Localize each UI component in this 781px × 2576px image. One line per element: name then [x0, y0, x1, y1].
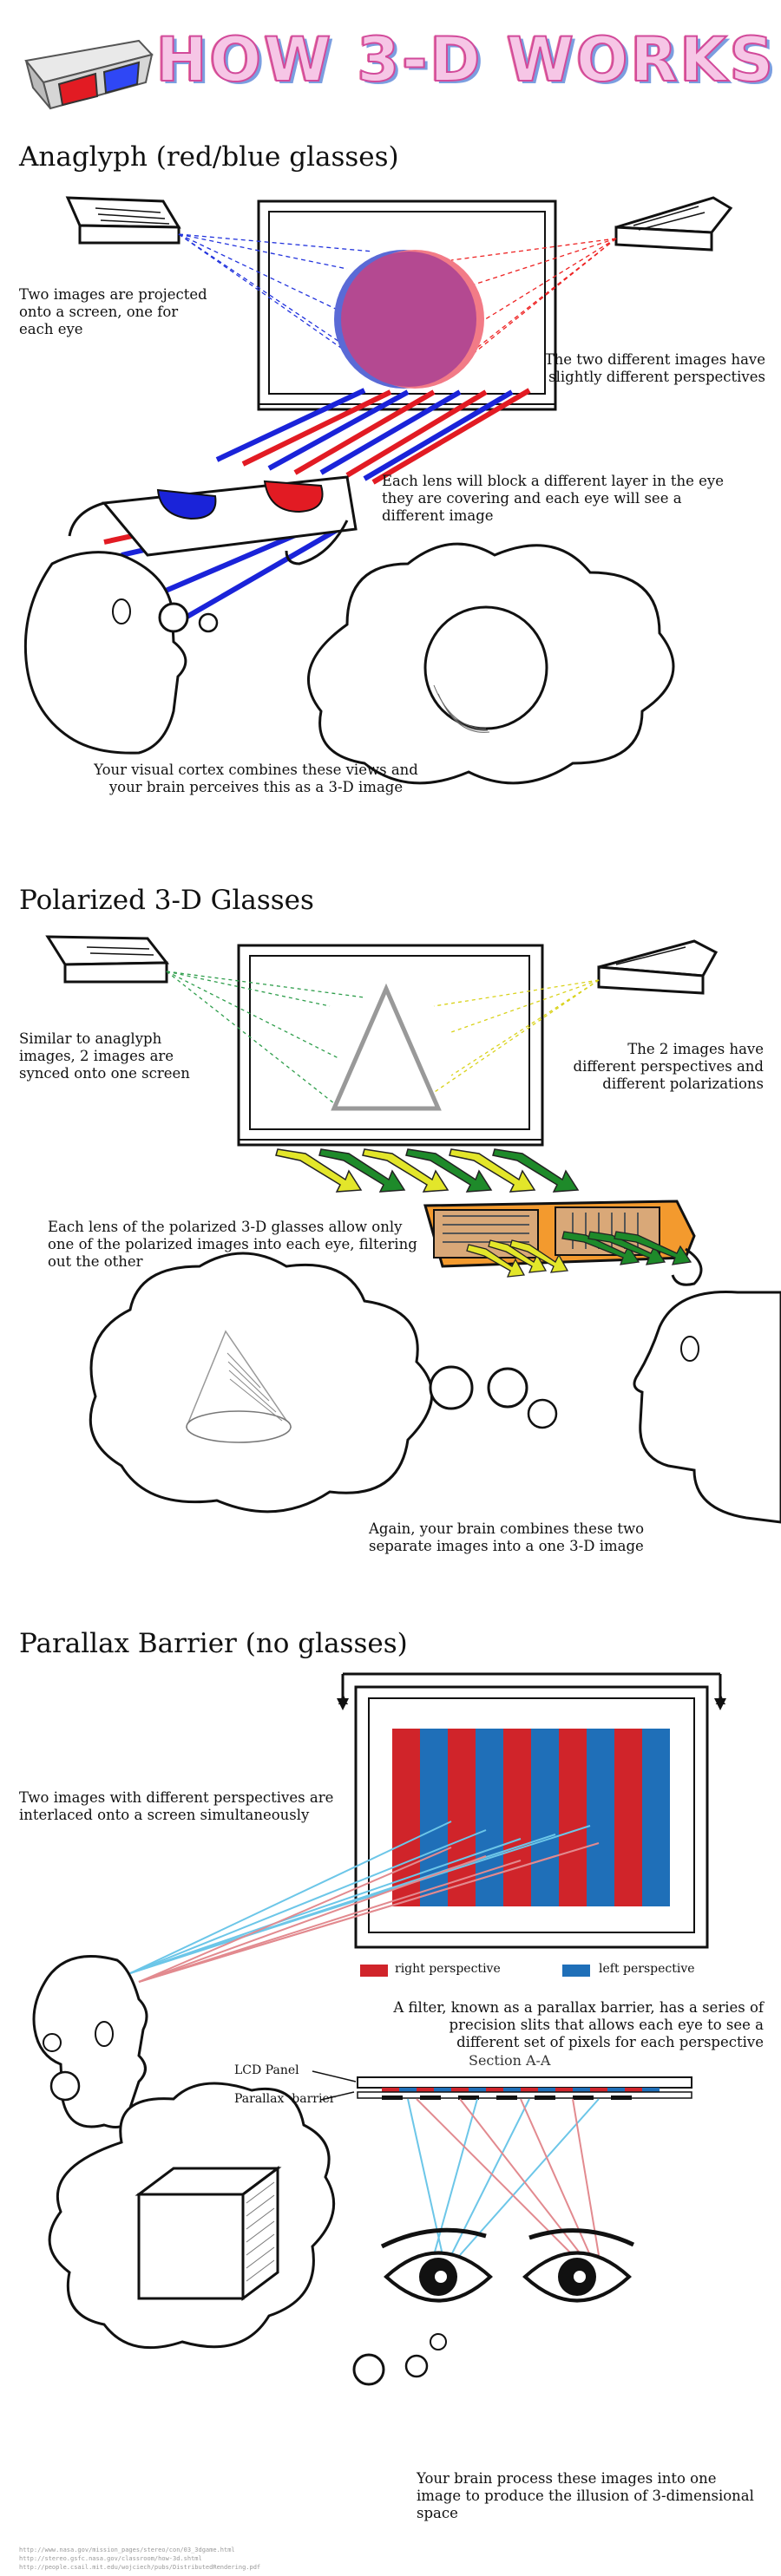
head-2 — [633, 1291, 781, 1524]
projector-left-icon — [65, 196, 181, 245]
section-title: Section A-A — [469, 2052, 551, 2069]
polarized-heading: Polarized 3-D Glasses — [19, 885, 314, 916]
anaglyph-cortex-text: Your visual cortex combines these views … — [94, 762, 418, 795]
parallax-barrier — [382, 2095, 632, 2100]
anaglyph-glasses — [68, 475, 358, 566]
head-1 — [23, 551, 187, 755]
anaglyph-sphere — [341, 252, 476, 387]
pyramid — [331, 983, 442, 1111]
projector-left-icon — [45, 935, 170, 984]
polarized-arrows — [275, 1148, 580, 1193]
polarized-glasses — [423, 1200, 703, 1286]
parallax-process-text: Your brain process these images into one… — [417, 2470, 754, 2521]
source-1[interactable]: http://www.nasa.gov/mission_pages/stereo… — [19, 2547, 235, 2553]
polarized-synced-text: Similar to anaglyph images, 2 images are… — [19, 1030, 190, 1082]
lcd-panel-label: LCD Panel — [234, 2063, 299, 2077]
anaglyph-lens-text: Each lens will block a different layer i… — [382, 473, 724, 524]
pixel-strip — [382, 2088, 660, 2092]
parallax-diagram — [32, 1672, 726, 2386]
source-3[interactable]: http://people.csail.mit.edu/wojciech/pub… — [19, 2564, 261, 2571]
anaglyph-diagram — [23, 196, 733, 785]
legend-left-label: left perspective — [599, 1962, 695, 1976]
anaglyph-projected-text: Two images are projected onto a screen, … — [19, 286, 207, 337]
cube — [135, 2166, 282, 2301]
section-marker-right: A — [716, 1694, 725, 1708]
legend-blue-swatch — [562, 1965, 590, 1977]
right-eye-icon — [522, 2228, 635, 2303]
parallax-interlaced-text: Two images with different perspectives a… — [19, 1789, 334, 1823]
projector-right-icon — [614, 196, 733, 252]
polarized-polar-text: The 2 images have different perspectives… — [573, 1041, 764, 1092]
interlaced-pixels — [392, 1729, 670, 1906]
page-title: HOW 3-D WORKS — [155, 23, 777, 96]
anaglyph-heading: Anaglyph (red/blue glasses) — [19, 141, 399, 173]
parallax-barrier-text: A filter, known as a parallax barrier, h… — [393, 1999, 764, 2050]
section-marker-left: A — [338, 1694, 348, 1708]
parallax-heading: Parallax Barrier (no glasses) — [19, 1628, 408, 1659]
legend-red-swatch — [360, 1965, 388, 1977]
lcd-panel — [357, 2076, 692, 2089]
polarized-brain-text: Again, your brain combines these two sep… — [369, 1520, 645, 1554]
left-eye-icon — [380, 2227, 493, 2303]
source-2[interactable]: http://stereo.gsfc.nasa.gov/classroom/ho… — [19, 2555, 202, 2562]
polarized-diagram — [45, 935, 781, 1524]
legend-right-label: right perspective — [395, 1962, 501, 1976]
3d-glasses-icon — [24, 39, 154, 110]
polarized-lens-text: Each lens of the polarized 3-D glasses a… — [48, 1219, 417, 1270]
anaglyph-perspectives-text: The two different images have slightly d… — [544, 351, 765, 385]
projector-right-icon — [597, 939, 719, 995]
parallax-barrier-label: Parallax barrier — [234, 2092, 336, 2106]
